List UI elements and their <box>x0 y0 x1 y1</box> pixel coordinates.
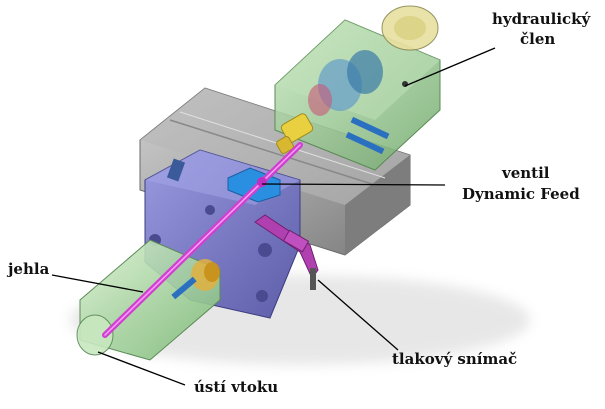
pressure-sensor-icon <box>254 214 319 290</box>
leader-valve <box>261 183 446 186</box>
hydraulic-member-icon <box>274 5 441 171</box>
label-pressure-sensor: tlakový snímač <box>392 350 517 368</box>
leader-sensor <box>317 279 399 351</box>
label-needle: jehla <box>6 260 50 278</box>
nozzle-housing <box>76 239 221 361</box>
label-hydraulic-line1: hydraulický <box>492 10 592 28</box>
label-valve-line1: ventil <box>501 164 550 182</box>
label-gate-outlet: ústí vtoku <box>194 378 278 396</box>
leader-gate <box>97 351 186 386</box>
leader-needle <box>51 274 144 293</box>
label-valve-line2: Dynamic Feed <box>462 185 580 203</box>
connector <box>276 113 314 154</box>
leader-hydraulic <box>404 47 496 87</box>
label-hydraulic-line2: člen <box>520 30 555 48</box>
leader-lines <box>51 47 496 386</box>
